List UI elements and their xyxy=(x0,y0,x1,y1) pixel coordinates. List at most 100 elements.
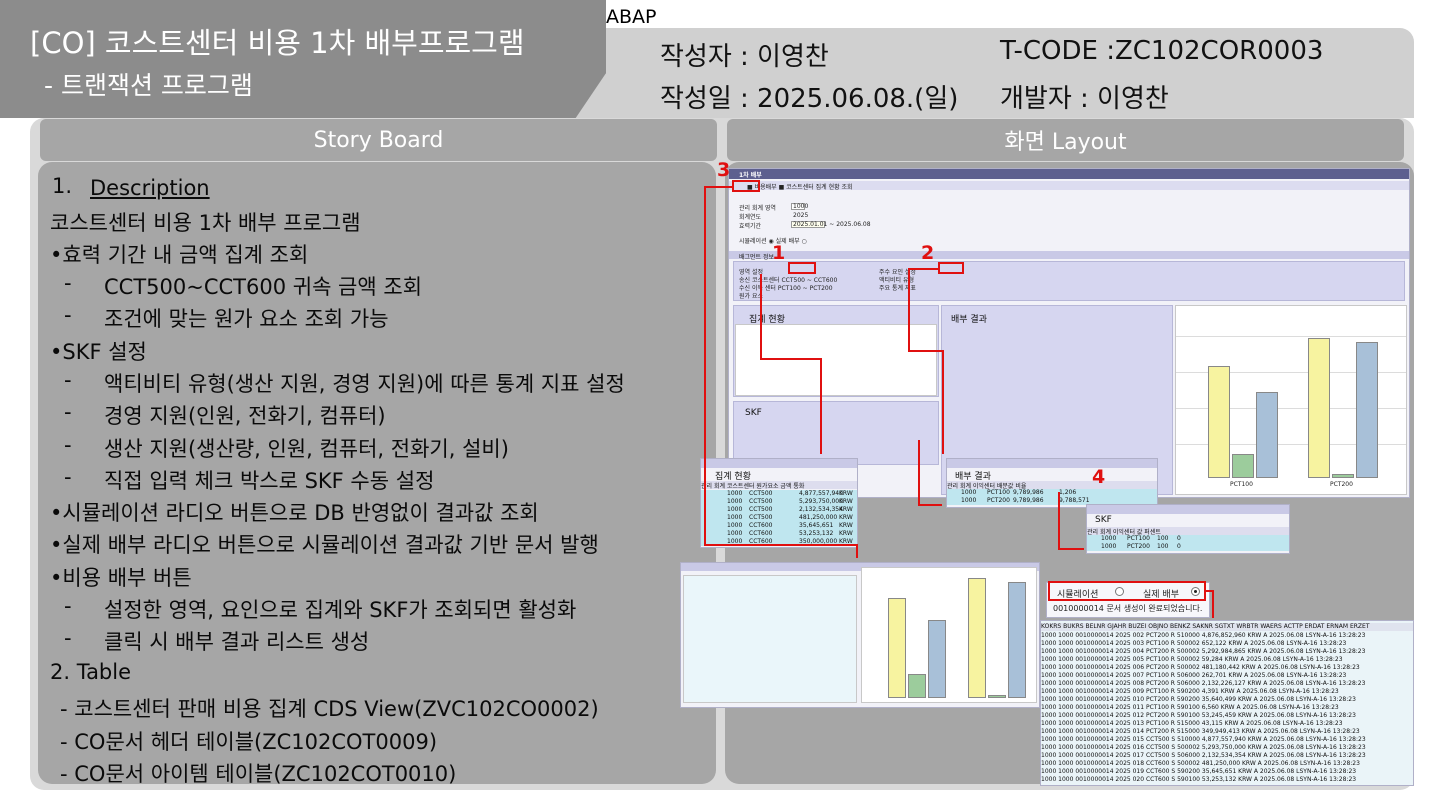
story-line: 설정한 영역, 요인으로 집계와 SKF가 조회되면 활성화 xyxy=(104,598,577,622)
table-row: 1000 1000 0010000014 2025 016 CCT500 S 5… xyxy=(1041,744,1366,751)
table-row: 1000 CCT500 4,877,557,940 KRW xyxy=(701,490,857,498)
dash: - xyxy=(64,465,72,489)
table-row: 1000 1000 0010000014 2025 005 PCT100 R 5… xyxy=(1041,656,1343,663)
story-line: 직접 입력 체크 박스로 SKF 수동 설정 xyxy=(104,469,435,493)
marker-4-box xyxy=(1048,581,1206,601)
chart-xlabel: PCT100 xyxy=(1230,481,1253,488)
table-row: 1000 1000 0010000014 2025 002 PCT200 R 5… xyxy=(1041,632,1366,639)
sim-radio[interactable] xyxy=(1115,587,1124,596)
table-row: 1000 PCT100 9,789,986 1,206 xyxy=(947,489,1157,497)
sim-result-snapshot xyxy=(680,562,1040,708)
tab-screen-layout: 화면 Layout xyxy=(727,119,1404,161)
dash: - xyxy=(64,626,72,650)
summary-table: 집계 현황 관리 회계 코스트센터 원가요소 금액 통화 1000 CCT500… xyxy=(700,458,858,548)
document-list: KOKRS BUKRS BELNR GJAHR BUZEI OBJNO BENK… xyxy=(1040,620,1414,786)
date-label: 작성일 : 2025.06.08.(일) xyxy=(660,84,959,114)
table-row: 1000 CCT500 481,250,000 KRW xyxy=(701,514,857,522)
sap-toolbar xyxy=(729,181,1409,190)
dash: - xyxy=(64,271,72,295)
description-number: 1. xyxy=(52,174,73,198)
result-table: 배부 결과 관리 회계 이익센터 배분값 비율 1000 PCT100 9,78… xyxy=(946,458,1158,508)
story-line: 2. Table xyxy=(50,660,132,684)
marker-label: 2 xyxy=(921,242,935,264)
story-line: 코스트센터 비용 1차 배부 프로그램 xyxy=(50,211,361,235)
dash: - xyxy=(64,368,72,392)
table-row: 1000 PCT200 100 0 xyxy=(1087,543,1289,551)
marker-3-box xyxy=(732,180,760,192)
real-radio[interactable] xyxy=(1191,587,1200,596)
chart-area: PCT100 PCT200 xyxy=(1175,305,1407,495)
chart-bar xyxy=(1208,366,1230,478)
story-line: •SKF 설정 xyxy=(50,340,147,364)
story-line: •실제 배부 라디오 버튼으로 시뮬레이션 결과값 기반 문서 발행 xyxy=(50,533,599,557)
table-row: 1000 1000 0010000014 2025 013 PCT100 R 5… xyxy=(1041,720,1343,727)
language-tag: ABAP xyxy=(606,6,657,28)
table-row: 1000 1000 0010000014 2025 007 PCT100 R 5… xyxy=(1041,672,1347,679)
table-row: 1000 PCT100 100 0 xyxy=(1087,535,1289,543)
sap-title: 1차 배부 xyxy=(739,172,762,179)
story-line: 액티비티 유형(생산 지원, 경영 지원)에 따른 통계 지표 설정 xyxy=(104,372,625,396)
author-label: 작성자 : 이영찬 xyxy=(660,42,829,72)
marker-label: 4 xyxy=(1092,466,1106,488)
chart-bar xyxy=(1356,342,1378,478)
story-board-panel xyxy=(38,162,716,784)
story-line: •비용 배부 버튼 xyxy=(50,566,192,590)
marker-2-box xyxy=(938,262,964,274)
story-line: - CO문서 헤더 테이블(ZC102COT0009) xyxy=(60,730,438,754)
chart-bar xyxy=(1256,392,1278,478)
summary-label: 집계 현황 xyxy=(749,315,785,325)
story-line: - CO문서 아이템 테이블(ZC102COT0010) xyxy=(60,762,457,786)
dash: - xyxy=(64,433,72,457)
story-line: •효력 기간 내 금액 집계 조회 xyxy=(50,243,309,267)
table-row: 1000 1000 0010000014 2025 014 PCT200 R 5… xyxy=(1041,728,1360,735)
table-row: 1000 1000 0010000014 2025 011 PCT100 R 5… xyxy=(1041,704,1339,711)
story-line: - 코스트센터 판매 비용 집계 CDS View(ZVC102CO0002) xyxy=(60,697,599,721)
table-row: 1000 1000 0010000014 2025 004 PCT200 R 5… xyxy=(1041,648,1366,655)
table-row: 1000 1000 0010000014 2025 008 PCT200 R 5… xyxy=(1041,680,1366,687)
dash: - xyxy=(64,594,72,618)
chart-bar xyxy=(1332,474,1354,478)
skf-table: SKF 관리 회계 이익센터 값 퍼센트 1000 PCT100 100 0 1… xyxy=(1086,504,1290,554)
chart-bar xyxy=(1232,454,1254,478)
table-row: 1000 CCT600 53,253,132 KRW xyxy=(701,530,857,538)
dash: - xyxy=(64,303,72,327)
chart-xlabel: PCT200 xyxy=(1330,481,1353,488)
table-row: 1000 1000 0010000014 2025 012 PCT200 R 5… xyxy=(1041,712,1356,719)
tcode-label: T-CODE :ZC102COR0003 xyxy=(1000,36,1324,66)
sap-titlebar xyxy=(729,169,1409,179)
page-subtitle: - 트랜잭션 프로그램 xyxy=(44,71,253,100)
table-row: 1000 1000 0010000014 2025 017 CCT500 S 5… xyxy=(1041,752,1366,759)
table-row: 1000 CCT500 5,293,750,000 KRW xyxy=(701,498,857,506)
table-row: 1000 1000 0010000014 2025 006 PCT200 R 5… xyxy=(1041,664,1360,671)
story-line: •시뮬레이션 라디오 버튼으로 DB 반영없이 결과값 조회 xyxy=(50,501,539,525)
result-label: 배부 결과 xyxy=(951,315,987,325)
tab-story-board: Story Board xyxy=(40,119,717,161)
table-row: 1000 1000 0010000014 2025 015 CCT500 S 5… xyxy=(1041,736,1366,743)
developer-label: 개발자 : 이영찬 xyxy=(1000,84,1169,114)
table-row: 1000 CCT600 35,645,651 KRW xyxy=(701,522,857,530)
sap-main-screen: 1차 배부 ■ 비용배부 ■ 코스트센터 집계 현황 조회 관리 회계 영역 1… xyxy=(728,168,1410,498)
sim-radio-label: 시뮬레이션 xyxy=(1057,590,1099,600)
table-row: 1000 1000 0010000014 2025 019 CCT600 S 5… xyxy=(1041,768,1357,775)
story-line: 생산 지원(생산량, 인원, 컴퓨터, 전화기, 설비) xyxy=(104,437,509,461)
description-heading: Description xyxy=(90,176,210,200)
page-title: [CO] 코스트센터 비용 1차 배부프로그램 xyxy=(30,26,525,60)
skf-label: SKF xyxy=(745,408,762,418)
marker-1-box xyxy=(788,262,816,274)
marker-label: 3 xyxy=(717,159,731,181)
table-row: 1000 CCT600 350,000,000 KRW xyxy=(701,538,857,546)
table-row: 1000 1000 0010000014 2025 009 PCT100 R 5… xyxy=(1041,688,1339,695)
dash: - xyxy=(64,400,72,424)
table-row: 1000 PCT200 9,789,986 9,788,571 xyxy=(947,497,1157,505)
table-row: 1000 CCT500 2,132,534,354 KRW xyxy=(701,506,857,514)
title-box: [CO] 코스트센터 비용 1차 배부프로그램 - 트랜잭션 프로그램 xyxy=(0,0,606,118)
story-line: 클릭 시 배부 결과 리스트 생성 xyxy=(104,630,370,654)
story-line: 조건에 맞는 원가 요소 조회 가능 xyxy=(104,307,389,331)
story-line: 경영 지원(인원, 전화기, 컴퓨터) xyxy=(104,404,386,428)
table-row: 1000 1000 0010000014 2025 018 CCT600 S 5… xyxy=(1041,760,1360,767)
marker-label: 1 xyxy=(772,242,786,264)
table-row: 1000 1000 0010000014 2025 020 CCT600 S 5… xyxy=(1041,776,1357,783)
table-row: 1000 1000 0010000014 2025 003 PCT100 R 5… xyxy=(1041,640,1347,647)
table-row: 1000 1000 0010000014 2025 010 PCT200 R 5… xyxy=(1041,696,1356,703)
